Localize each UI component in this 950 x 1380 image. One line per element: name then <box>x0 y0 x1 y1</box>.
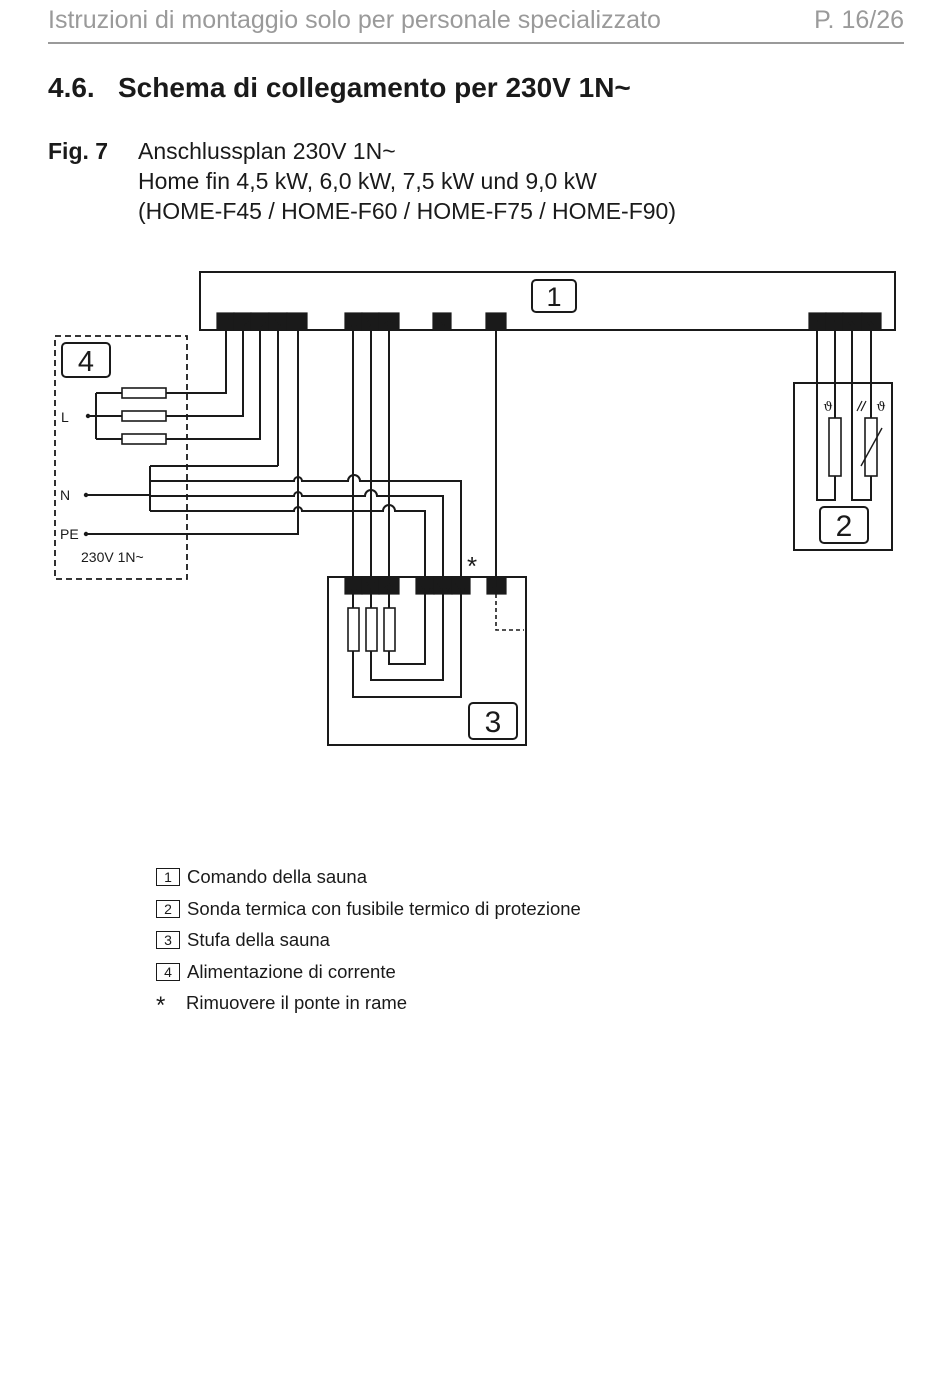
figure-label: Fig. 7 <box>48 138 109 164</box>
figure-caption-line: (HOME-F45 / HOME-F60 / HOME-F75 / HOME-F… <box>138 198 676 224</box>
bridge-asterisk: * <box>467 551 477 581</box>
earth-icon: ⏚ <box>490 579 503 594</box>
theta-icon: ϑ <box>823 400 832 415</box>
heater-terminal-nv-sub: v <box>446 585 450 594</box>
legend-item: 4 Alimentazione di corrente <box>156 961 581 993</box>
heating-element-icon <box>365 607 378 652</box>
box-number-1-frame <box>531 279 577 313</box>
earth-icon: ⏚ <box>489 315 502 330</box>
legend-box-number: 1 <box>156 868 180 886</box>
heater-terminal-v-label: V <box>366 579 375 594</box>
terminal-n2 <box>432 312 452 331</box>
fuse-icon <box>121 410 167 422</box>
earth-wiring <box>83 330 524 631</box>
heater-terminal-nv-label: N <box>435 579 444 594</box>
section-heading: 4.6. Schema di collegamento per 230V 1N~ <box>48 72 631 104</box>
control-unit-box <box>199 271 896 331</box>
heater-terminal-nw-sub: w <box>426 585 433 594</box>
heater-terminal-nu-label: N <box>453 579 462 594</box>
legend-text: Stufa della sauna <box>187 929 330 950</box>
control-terminals: L1 L2 L3 N ⏚ U V W N ⏚ r r w w <box>216 312 882 331</box>
legend: 1 Comando della sauna 2 Sonda termica con … <box>156 866 581 1024</box>
heater-terminal-earth <box>486 576 507 595</box>
terminal-r2-label: r <box>832 315 837 330</box>
sensor-box <box>793 382 893 551</box>
terminal-w1-label: w <box>847 315 858 330</box>
heater-terminal-nu-sub: u <box>464 585 468 594</box>
sensor-wiring <box>816 330 883 501</box>
thermal-fuse-icon <box>864 417 878 477</box>
terminal-n2-label: N <box>437 315 446 330</box>
terminal-w2-label: w <box>866 315 877 330</box>
box-number-2: 2 <box>836 510 853 543</box>
legend-asterisk: * <box>156 992 166 1019</box>
legend-text: Comando della sauna <box>187 866 367 887</box>
legend-text: Sonda termica con fusibile termico di pr… <box>187 897 581 919</box>
legend-item: 3 Stufa della sauna <box>156 929 581 961</box>
theta-icon: ϑ <box>876 400 885 415</box>
legend-text: Rimuovere il ponte in rame <box>186 992 408 1013</box>
terminal-r1-label: r <box>815 315 820 330</box>
box-number-3: 3 <box>485 706 502 739</box>
earth-icon: ⏚ <box>290 315 303 330</box>
l-phase-wiring <box>85 330 261 445</box>
fuse-icon <box>121 387 167 399</box>
terminal-u-label: U <box>349 315 358 330</box>
section-number: 4.6. <box>48 72 95 103</box>
heater-terminal-nu <box>451 576 471 595</box>
temperature-sensor-icon <box>828 417 842 477</box>
terminal-l2-label: L2 <box>235 315 249 330</box>
supply-voltage-label: 230V 1N~ <box>81 549 144 565</box>
terminal-l3-label: L3 <box>253 315 267 330</box>
section-title: Schema di collegamento per 230V 1N~ <box>118 72 631 103</box>
heating-elements <box>347 594 396 652</box>
page-header: Istruzioni di montaggio solo per persona… <box>48 0 904 44</box>
phase-wiring-uvw <box>352 330 390 577</box>
supply-label-pe: PE <box>60 526 79 542</box>
figure-caption-line: Home fin 4,5 kW, 6,0 kW, 7,5 kW und 9,0 … <box>138 168 597 194</box>
heater-terminal-w-label: W <box>383 579 396 594</box>
fuse-icon <box>121 433 167 445</box>
legend-item: * Rimuovere il ponte in rame <box>156 992 581 1024</box>
legend-text: Alimentazione di corrente <box>187 960 396 982</box>
supply-label-l: L <box>61 409 69 425</box>
box-number-1: 1 <box>546 282 561 312</box>
terminal-n-label: N <box>273 315 282 330</box>
heating-element-icon <box>383 607 396 652</box>
header-title: Istruzioni di montaggio solo per persona… <box>48 6 661 34</box>
legend-box-number: 2 <box>156 899 180 918</box>
legend-item: 2 Sonda termica con fusibile termico di p… <box>156 898 581 930</box>
terminal-w-label: W <box>383 315 396 330</box>
box-number-2-frame <box>819 506 869 544</box>
box-number-4-frame <box>61 342 111 378</box>
terminal-l1-label: L1 <box>218 315 232 330</box>
neutral-wiring <box>83 330 462 698</box>
legend-box-number: 4 <box>156 962 180 981</box>
figure-caption-line: Anschlussplan 230V 1N~ <box>138 138 396 164</box>
legend-box-number: 3 <box>156 931 180 949</box>
page-number: P. 16/26 <box>814 6 904 34</box>
box-number-4: 4 <box>78 346 94 378</box>
heater-terminal-nw-label: N <box>417 579 426 594</box>
terminal-v-label: V <box>366 315 375 330</box>
heater-terminal-u-label: U <box>349 579 358 594</box>
heating-element-icon <box>347 607 360 652</box>
power-supply-box <box>54 335 188 580</box>
box-number-3-frame <box>468 702 518 740</box>
supply-label-n: N <box>60 487 70 503</box>
legend-item: 1 Comando della sauna <box>156 866 581 898</box>
heater-terminals: U V W N w N v N u ⏚ <box>344 576 507 595</box>
